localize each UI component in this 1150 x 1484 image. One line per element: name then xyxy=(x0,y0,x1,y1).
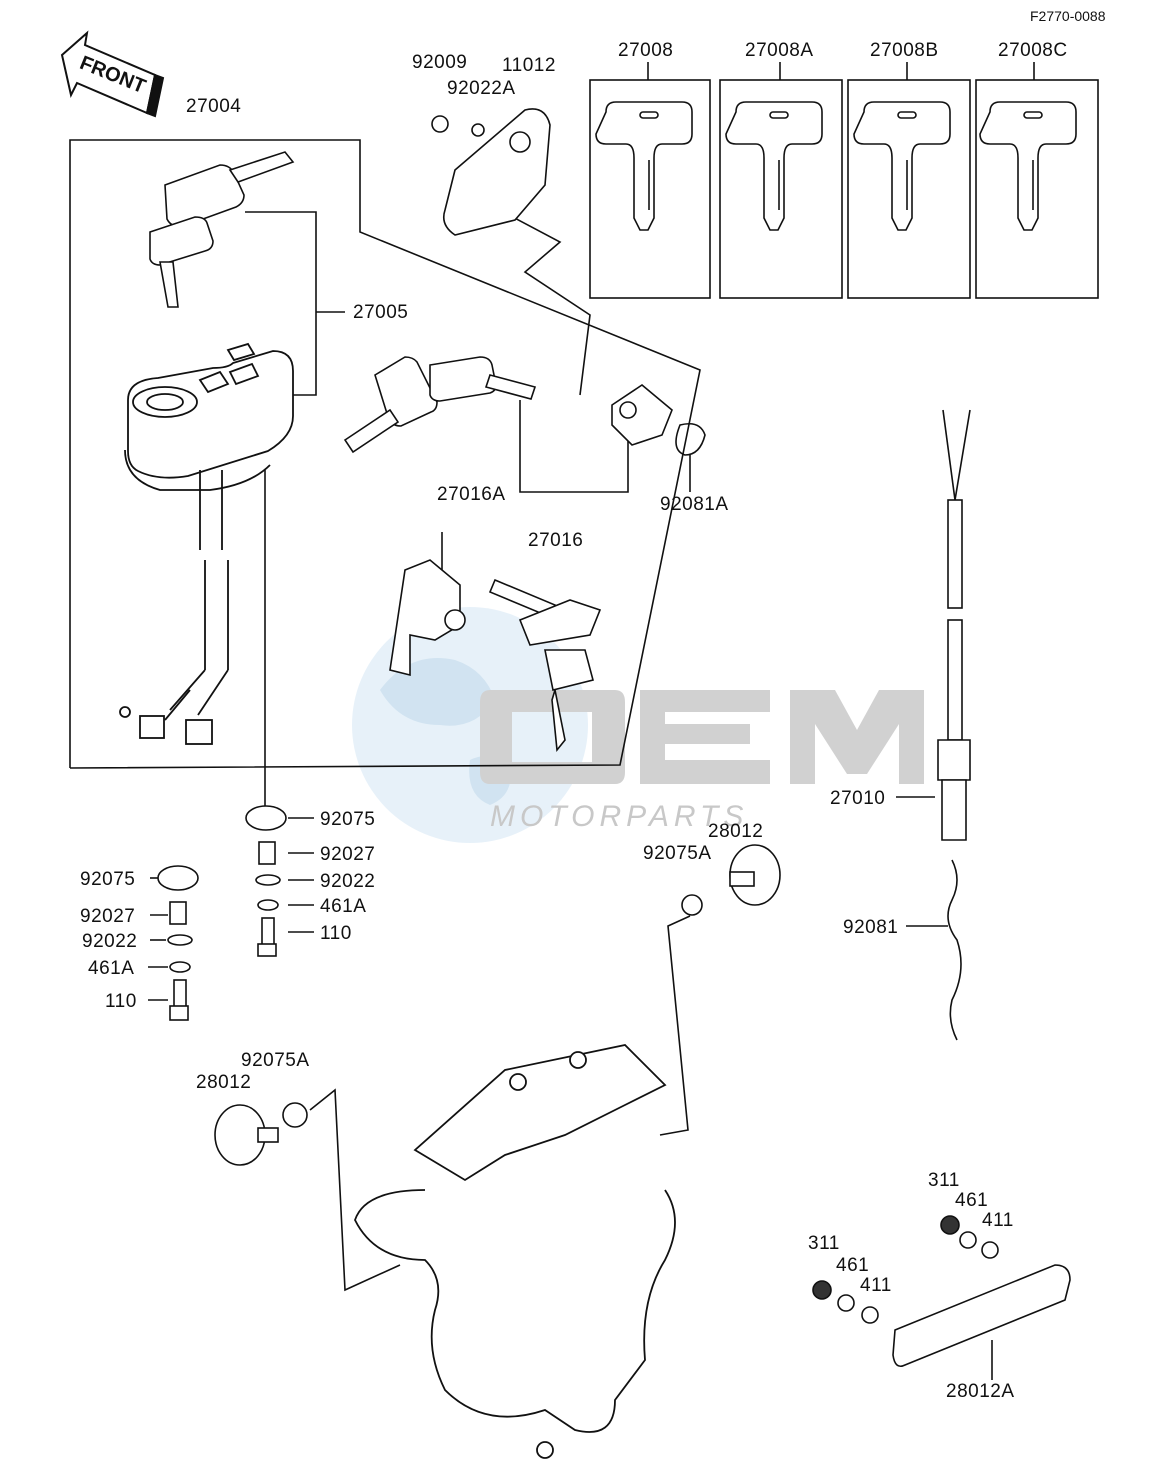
key-card-27008C xyxy=(975,62,1099,299)
stay-bracket xyxy=(354,1044,676,1459)
label-461A-right: 461A xyxy=(320,896,367,917)
label-92075A-right: 92075A xyxy=(643,843,712,864)
key-card-27008 xyxy=(589,62,711,299)
label-411-b: 411 xyxy=(860,1275,892,1296)
bolt-stack-right xyxy=(245,805,287,957)
bolt-stack-left xyxy=(157,865,199,1021)
label-461-b: 461 xyxy=(836,1255,870,1276)
damper-28012-left xyxy=(214,1104,279,1166)
label-27004: 27004 xyxy=(186,96,242,117)
leader-92075A-l xyxy=(309,1088,401,1292)
watermark-subtitle: MOTORPARTS xyxy=(490,800,749,833)
label-92075-left: 92075 xyxy=(80,869,136,890)
leader-27005 xyxy=(245,211,317,396)
key-set-27016 xyxy=(343,356,537,454)
ignition-switch-27005 xyxy=(119,342,294,745)
bracket-27004 xyxy=(69,139,701,769)
label-461A-left: 461A xyxy=(88,958,135,979)
leader-11012 xyxy=(489,204,591,396)
label-11012: 11012 xyxy=(502,55,556,76)
label-27010: 27010 xyxy=(830,788,886,809)
bracket-27016 xyxy=(519,400,629,493)
document-code: F2770-0088 xyxy=(1030,8,1106,24)
label-92022-left: 92022 xyxy=(82,931,138,952)
damper-28012-right xyxy=(729,844,781,906)
brake-switch-27010 xyxy=(937,409,971,1041)
key-card-27008A xyxy=(719,62,843,299)
label-92022A-top: 92022A xyxy=(447,78,516,99)
label-27008C: 27008C xyxy=(998,40,1068,61)
reflector-28012A xyxy=(812,1215,1071,1368)
label-92075-right: 92075 xyxy=(320,809,376,830)
label-311-a: 311 xyxy=(928,1170,960,1191)
label-461-a: 461 xyxy=(955,1190,989,1211)
front-arrow-icon xyxy=(60,30,165,118)
key-set-27004 xyxy=(149,151,295,308)
cover-11012 xyxy=(431,108,551,236)
label-92075A-left: 92075A xyxy=(241,1050,310,1071)
washer-92075A-right xyxy=(681,894,703,916)
label-28012A: 28012A xyxy=(946,1381,1015,1402)
label-28012-left: 28012 xyxy=(196,1072,252,1093)
label-92081: 92081 xyxy=(843,917,899,938)
label-110-right: 110 xyxy=(320,923,352,944)
watermark-logo xyxy=(352,607,924,843)
key-card-27008B xyxy=(847,62,971,299)
leader-92075A-r xyxy=(659,915,691,1136)
label-27008B: 27008B xyxy=(870,40,939,61)
lock-27016A xyxy=(389,559,602,753)
label-411-a: 411 xyxy=(982,1210,1014,1231)
label-92027-right: 92027 xyxy=(320,844,376,865)
label-92022-right: 92022 xyxy=(320,871,376,892)
label-311-b: 311 xyxy=(808,1233,840,1254)
label-27008A: 27008A xyxy=(745,40,814,61)
lock-cylinder-27016 xyxy=(611,384,706,456)
label-110-left: 110 xyxy=(105,991,137,1012)
label-27005: 27005 xyxy=(353,302,409,323)
label-92081A: 92081A xyxy=(660,494,729,515)
label-27016A: 27016A xyxy=(437,484,506,505)
label-27016: 27016 xyxy=(528,530,584,551)
washer-92075A-left xyxy=(282,1102,308,1128)
label-28012-right: 28012 xyxy=(708,821,764,842)
label-92027-left: 92027 xyxy=(80,906,136,927)
label-92009: 92009 xyxy=(412,52,468,73)
label-27008: 27008 xyxy=(618,40,674,61)
